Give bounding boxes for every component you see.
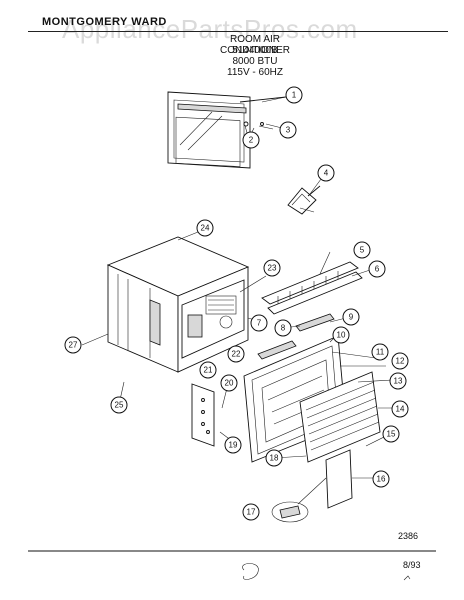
callout-4: 4 (317, 164, 335, 182)
callout-13: 13 (389, 372, 407, 390)
svg-text:23: 23 (268, 264, 277, 273)
callout-24: 24 (196, 219, 214, 237)
spec-title: ROOM AIR CONDITIONER (220, 34, 290, 56)
svg-text:1: 1 (292, 91, 297, 100)
clip-part (271, 477, 327, 523)
callout-11: 11 (371, 343, 389, 361)
svg-text:11: 11 (376, 348, 385, 357)
callout-23: 23 (263, 259, 281, 277)
svg-text:16: 16 (377, 475, 386, 484)
svg-text:10: 10 (337, 331, 346, 340)
louver-assembly (261, 261, 363, 315)
drawing-code: 2386 (398, 531, 419, 541)
spec-model: 5144000B (232, 45, 278, 56)
filter-grille (299, 371, 381, 463)
svg-text:22: 22 (232, 350, 241, 359)
callout-9: 9 (342, 308, 360, 326)
svg-text:4: 4 (324, 169, 329, 178)
svg-text:14: 14 (396, 405, 405, 414)
cabinet-assembly (106, 236, 250, 373)
callout-8: 8 (274, 319, 292, 337)
svg-text:20: 20 (225, 379, 234, 388)
header-rule (28, 31, 448, 32)
callout-18: 18 (265, 449, 283, 467)
callout-21: 21 (199, 361, 217, 379)
spec-power: 115V - 60HZ (227, 67, 283, 78)
callout-6: 6 (368, 260, 386, 278)
trim-strips (257, 313, 335, 360)
spec-capacity: 8000 BTU (232, 56, 278, 67)
callout-17: 17 (242, 503, 260, 521)
control-panel-bracket (191, 383, 215, 447)
callout-1: 1 (285, 86, 303, 104)
corner-mark (403, 575, 411, 581)
callout-3: 3 (279, 121, 297, 139)
callout-22: 22 (227, 345, 245, 363)
callout-14: 14 (391, 400, 409, 418)
svg-text:2: 2 (249, 136, 254, 145)
callout-19: 19 (224, 436, 242, 454)
callout-25: 25 (110, 396, 128, 414)
callout-10: 10 (332, 326, 350, 344)
callout-16: 16 (372, 470, 390, 488)
callout-5: 5 (353, 241, 371, 259)
svg-text:15: 15 (387, 430, 396, 439)
callout-2: 2 (242, 131, 260, 149)
svg-text:25: 25 (115, 401, 124, 410)
svg-text:27: 27 (69, 341, 78, 350)
drawing-date: 8/93 (403, 560, 421, 570)
callout-27: 27 (64, 336, 82, 354)
svg-text:13: 13 (394, 377, 403, 386)
svg-text:19: 19 (229, 441, 238, 450)
svg-text:8: 8 (281, 324, 286, 333)
side-panel-part (325, 449, 353, 509)
svg-text:9: 9 (349, 313, 354, 322)
callout-12: 12 (391, 352, 409, 370)
watermark: AppliancePartsPros.com (62, 14, 358, 44)
svg-text:18: 18 (270, 454, 279, 463)
svg-text:3: 3 (286, 126, 291, 135)
svg-text:12: 12 (396, 357, 405, 366)
callout-20: 20 (220, 374, 238, 392)
svg-text:17: 17 (247, 508, 256, 517)
front-panel-assembly (167, 91, 287, 169)
callout-15: 15 (382, 425, 400, 443)
svg-text:24: 24 (201, 224, 210, 233)
brand-label: MONTGOMERY WARD (42, 16, 167, 28)
signature-mark (242, 563, 259, 580)
callout-7: 7 (250, 314, 268, 332)
svg-text:6: 6 (375, 265, 380, 274)
svg-text:21: 21 (204, 366, 213, 375)
bracket-part (287, 185, 321, 215)
svg-text:7: 7 (257, 319, 262, 328)
svg-text:5: 5 (360, 246, 365, 255)
